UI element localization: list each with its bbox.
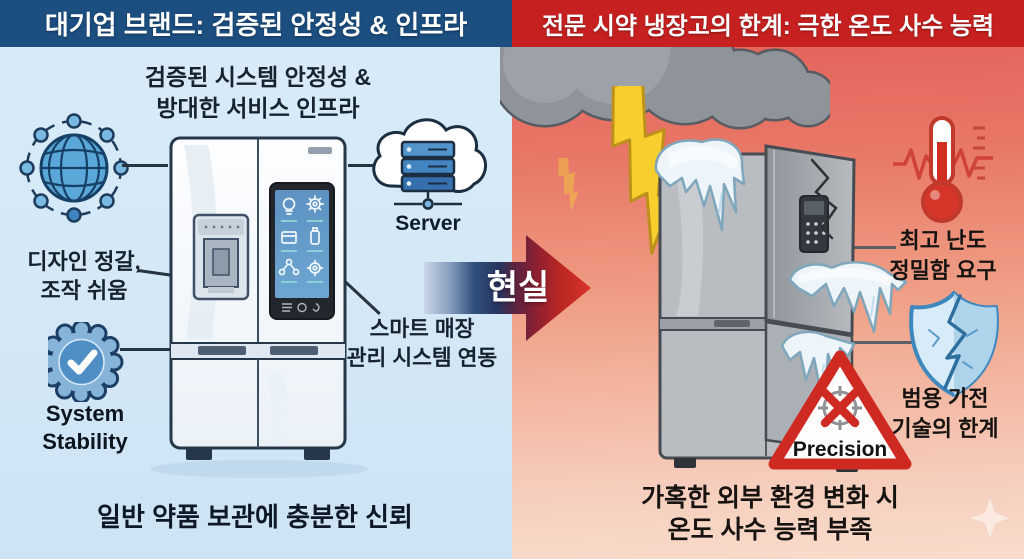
- fridge-shadow: [150, 460, 368, 478]
- small-lightning-icon: [558, 158, 579, 212]
- connector-line: [122, 164, 168, 167]
- connector-line: [846, 246, 896, 249]
- thermo-label-line2: 정밀함 요구: [889, 258, 997, 283]
- system-label-line2: Stability: [42, 429, 128, 454]
- design-label: 디자인 정갈, 조작 쉬움: [8, 247, 160, 305]
- network-globe-icon: [19, 113, 129, 223]
- reality-arrow: [424, 235, 591, 341]
- connector-line: [846, 341, 916, 344]
- frozen-fridge-illustration: [654, 138, 908, 472]
- thermo-label: 최고 난도 정밀함 요구: [868, 226, 1018, 286]
- left-header-title: 대기업 브랜드: 검증된 안정성 & 인프라: [44, 10, 468, 40]
- thermometer-pulse-icon: [893, 116, 993, 223]
- connector-line: [348, 164, 384, 167]
- right-caption-line2: 온도 사수 능력 부족: [667, 516, 873, 544]
- smart-store-label: 스마트 매장 관리 시스템 연동: [344, 315, 500, 373]
- precision-warning-triangle-icon: Precision: [768, 350, 912, 470]
- design-label-line2: 조작 쉬움: [40, 278, 128, 303]
- system-label-line1: System: [45, 401, 125, 426]
- smart-label-line1: 스마트 매장: [369, 317, 475, 341]
- storm-cloud-icon: [500, 47, 830, 130]
- connector-line: [120, 348, 170, 351]
- check-badge-icon: [48, 322, 124, 402]
- shield-label-line2: 기술의 한계: [891, 416, 999, 441]
- right-caption-line1: 가혹한 외부 환경 변화 시: [641, 484, 899, 512]
- right-header-title: 전문 시약 냉장고의 한계: 극한 온도 사수 능력: [541, 13, 995, 40]
- shield-label: 범용 가전 기술의 한계: [870, 384, 1020, 444]
- reality-arrow-label: 현실: [486, 269, 550, 307]
- design-label-line1: 디자인 정갈,: [27, 249, 141, 274]
- smart-label-line2: 관리 시스템 연동: [346, 346, 498, 370]
- left-subtitle-line1: 검증된 시스템 안정성 &: [144, 64, 372, 90]
- sparkle-icon: [970, 498, 1010, 538]
- shield-label-line1: 범용 가전: [901, 386, 989, 411]
- warning-label: Precision: [793, 438, 888, 461]
- right-header: 전문 시약 냉장고의 한계: 극한 온도 사수 능력: [512, 0, 1024, 47]
- left-bottom-caption: 일반 약품 보관에 충분한 신뢰: [97, 502, 413, 532]
- left-subtitle: 검증된 시스템 안정성 & 방대한 서비스 인프라: [100, 62, 416, 124]
- smart-fridge-illustration: [169, 136, 347, 460]
- broken-shield-icon: [909, 291, 999, 397]
- system-stability-label: System Stability: [12, 400, 158, 456]
- left-subtitle-line2: 방대한 서비스 인프라: [156, 95, 360, 121]
- right-bottom-caption: 가혹한 외부 환경 변화 시 온도 사수 능력 부족: [586, 482, 954, 546]
- server-label: Server: [395, 212, 461, 235]
- thermo-label-line1: 최고 난도: [899, 228, 987, 253]
- left-header: 대기업 브랜드: 검증된 안정성 & 인프라: [0, 0, 512, 47]
- cloud-server-icon: [372, 118, 487, 210]
